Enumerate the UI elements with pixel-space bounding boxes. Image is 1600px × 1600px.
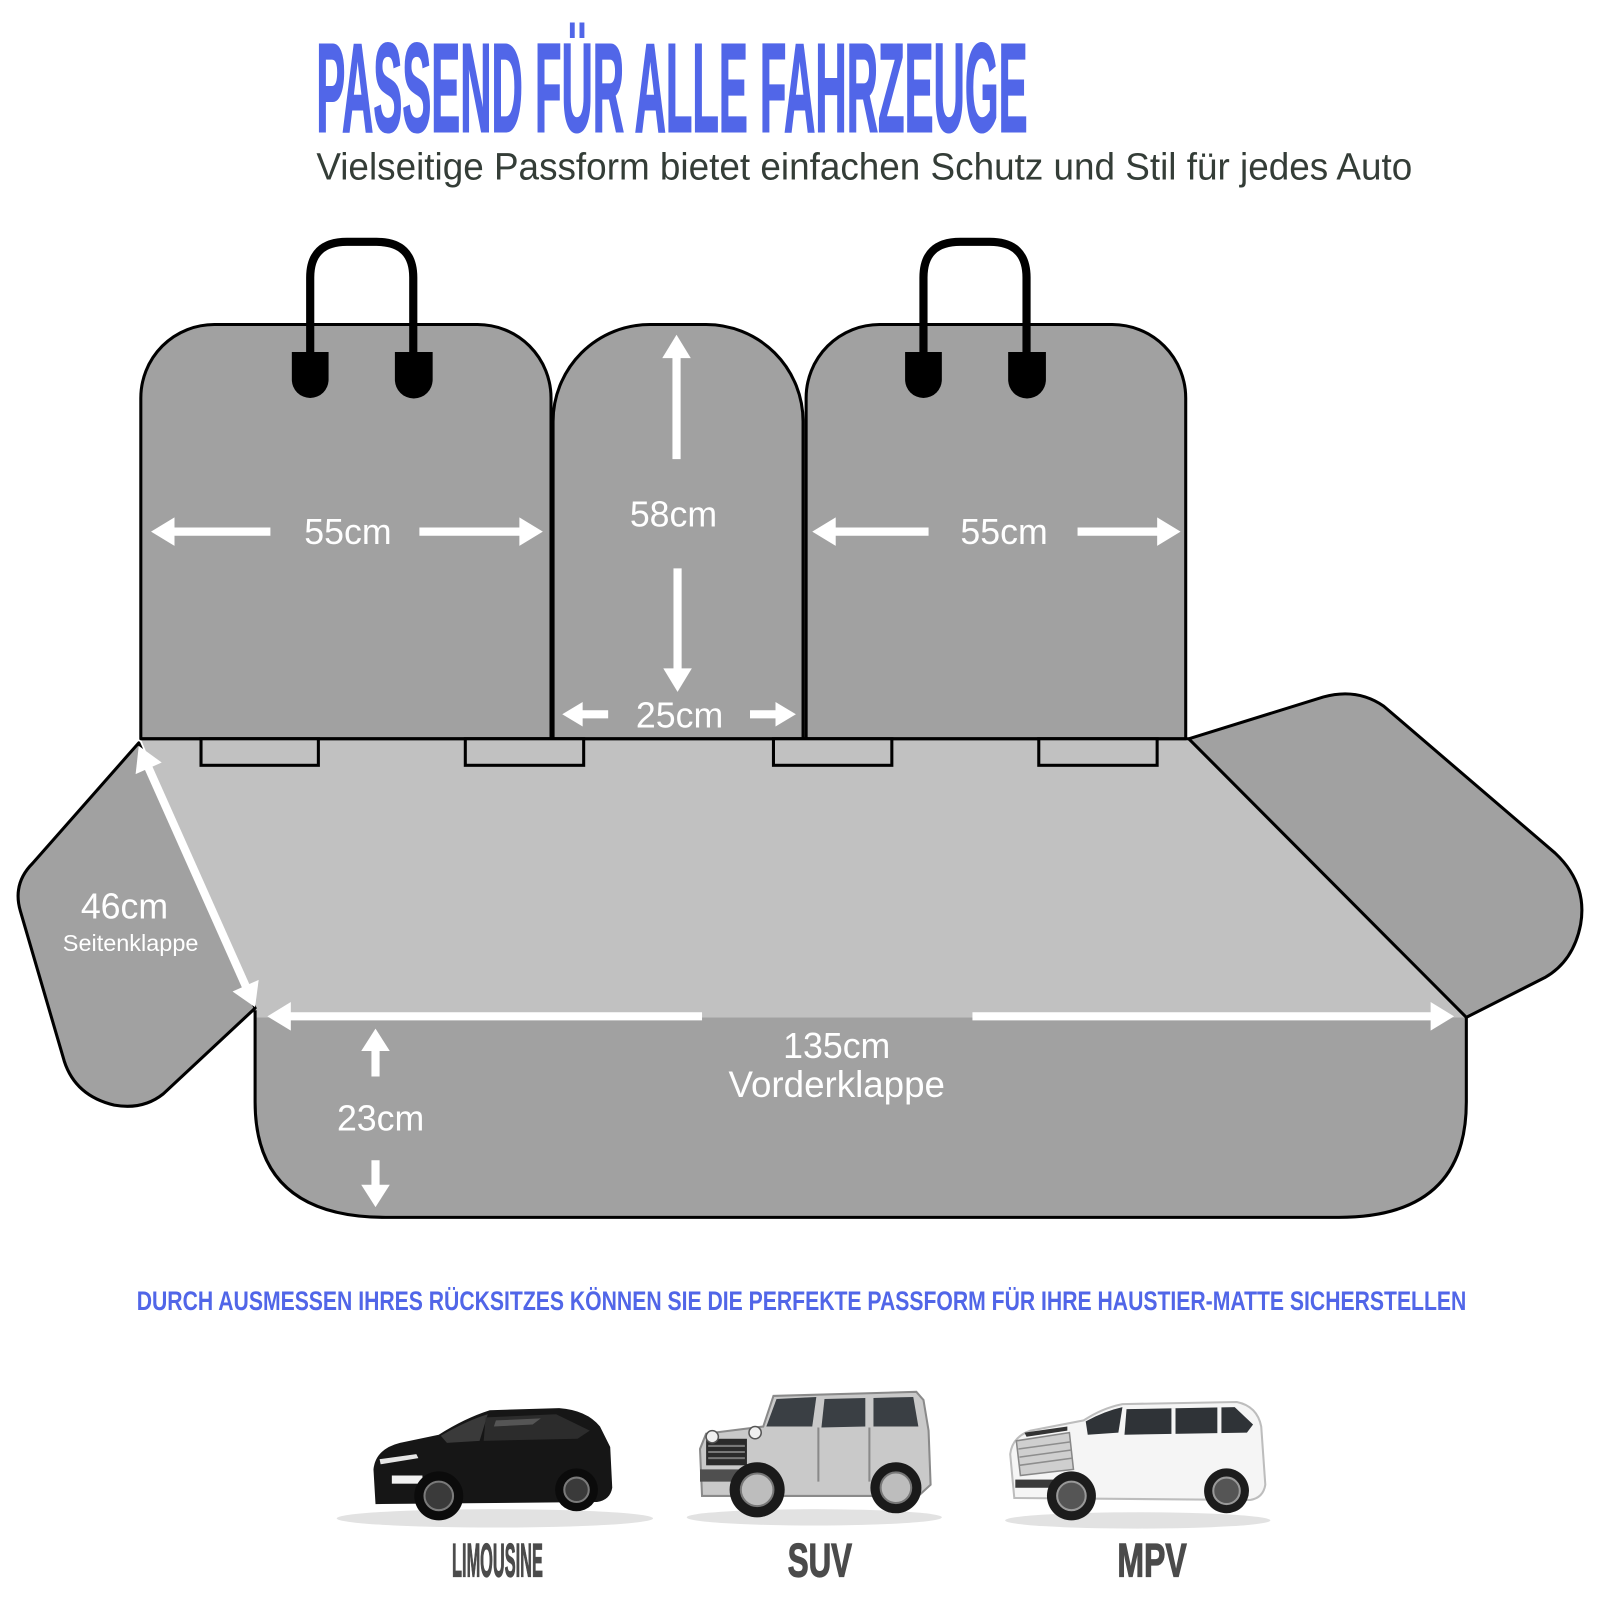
side-flap-size-label: 46cm [81,886,168,926]
front-flap-outline [253,1010,1468,1219]
middle-backrest [551,322,805,741]
right-backrest-width-label: 55cm [960,512,1047,552]
arrow-shaft [143,762,251,991]
front-flap-name-label: Vorderklappe [729,1064,945,1105]
arrow-head [775,702,796,727]
seat-anchor-tab [771,737,894,767]
left-backrest [139,322,553,741]
car-rim [1212,1476,1241,1506]
strap-buckle [905,352,942,398]
page-subtitle: Vielseitige Passform bietet einfachen Sc… [316,146,1412,188]
strap-buckle [1008,352,1046,399]
car-headlight [379,1454,419,1465]
vehicle-label-suv: SUV [788,1535,852,1587]
arrow-head [519,517,543,546]
car-door-line [817,1427,871,1482]
car-side-window [821,1397,866,1428]
black-hatchback-car-icon [336,1408,654,1528]
car-headlight [748,1425,762,1440]
car-grille-bars [708,1444,745,1460]
right-backrest-width-arrow [812,517,1181,546]
middle-backrest-height-arrow [662,334,692,692]
arrow-head [663,668,692,692]
car-rim [879,1471,913,1505]
middle-backrest-width-label: 25cm [636,696,723,736]
car-window-pillar [1171,1407,1222,1435]
vehicle-label-mpv: MPV [1117,1535,1186,1587]
side-flap-name-label: Seitenklappe [63,930,199,956]
headrest-strap-left [306,237,418,360]
car-rim [563,1476,590,1504]
arrow-head [1430,1002,1455,1031]
arrow-head [562,702,583,727]
seat-base [140,738,1467,1018]
vehicle-types: LIMOUSINE SUV [336,1390,1271,1587]
side-flap-arrow [135,745,259,1008]
arrow-head [812,517,836,546]
right-backrest [804,322,1188,741]
arrow-head [1157,517,1181,546]
car-rim [1056,1480,1087,1512]
car-shadow [336,1509,654,1528]
arrow-head [232,979,259,1008]
strap-buckle [291,352,329,398]
front-flap-height-arrow [361,1028,390,1208]
car-windshield [1085,1407,1123,1435]
fit-caption: DURCH AUSMESSEN IHRES RÜCKSITZES KÖNNEN … [137,1286,1467,1316]
arrow-head [361,1184,390,1208]
arrow-head [135,745,162,775]
page-title: PASSEND FÜR ALLE FAHRZEUGE [316,17,1027,159]
middle-backrest-height-label: 58cm [630,495,717,535]
headrest-strap-right [919,237,1031,360]
car-side-window [873,1396,919,1427]
measurements: 55cm 58cm 25cm 55cm [63,334,1455,1208]
silver-offroad-suv-icon [686,1390,942,1526]
arrow-head [662,334,691,359]
seat-anchor-tab [199,737,320,767]
front-flap-width-label: 135cm [783,1026,890,1066]
arrow-head [267,1002,291,1031]
car-grille-bars [1018,1441,1073,1467]
front-flap-height-label: 23cm [337,1099,424,1139]
strap-buckle [394,352,433,399]
car-shadow [1005,1512,1271,1529]
left-side-flap [16,741,257,1108]
middle-backrest-width-arrow [562,702,796,727]
front-flap-width-arrow [267,1002,1455,1031]
arrow-head [361,1028,390,1052]
car-license-plate [391,1475,423,1484]
car-headlight [705,1429,720,1444]
left-backrest-width-arrow [151,517,543,546]
header: PASSEND FÜR ALLE FAHRZEUGE Vielseitige P… [315,16,1412,188]
car-windshield [766,1396,817,1427]
seat-anchor-tab [1037,737,1159,767]
left-backrest-width-label: 55cm [304,512,391,552]
car-rim [739,1472,775,1508]
car-bumper [1015,1479,1077,1488]
car-rim [423,1480,455,1512]
white-minivan-icon [1005,1401,1271,1529]
car-window-reflection [493,1418,541,1427]
seat-anchor-tab [463,737,586,767]
arrow-head [151,517,175,546]
seat-cover-diagram [16,237,1584,1219]
front-flap [255,1017,1467,1218]
car-windshield [440,1414,488,1443]
car-headlight [1024,1426,1068,1437]
right-side-flap [1187,692,1584,1019]
car-side-window [1124,1407,1254,1435]
vehicle-label-limousine: LIMOUSINE [452,1535,543,1587]
